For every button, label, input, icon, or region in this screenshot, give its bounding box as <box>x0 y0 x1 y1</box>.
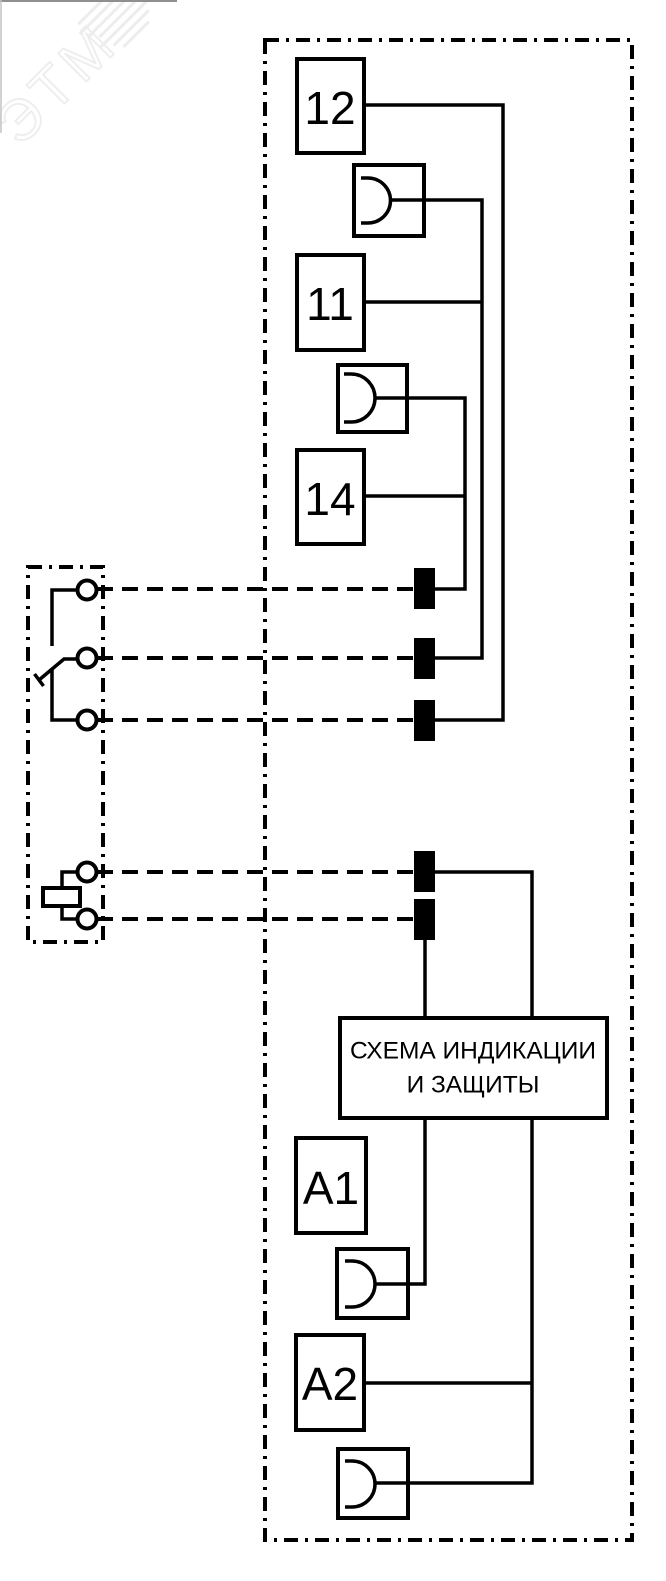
terminal-box-14 <box>295 448 366 546</box>
terminal-box-a2 <box>294 1333 366 1432</box>
socket-icon-3 <box>345 1259 377 1309</box>
switch-contact-3 <box>75 708 99 732</box>
changeover-switch <box>33 578 99 732</box>
wire-12-to-pin3 <box>364 103 505 722</box>
terminal-pin-1 <box>414 568 435 609</box>
watermark: ЭТМ <box>0 0 177 158</box>
terminal-pin-5 <box>414 899 435 940</box>
terminal-box-a1 <box>294 1136 368 1235</box>
terminal-label-a2: А2 <box>302 1358 358 1410</box>
fuse-element <box>41 860 99 931</box>
wire-indication-to-socket3 <box>375 1118 427 1286</box>
fuse-lead-bottom <box>60 906 78 921</box>
terminal-pin-4 <box>414 851 435 892</box>
watermark-logo-hatch <box>77 0 151 49</box>
fuse-contact-1 <box>75 860 99 884</box>
switch-contact-1 <box>75 578 99 602</box>
switch-lever-tick <box>33 672 45 688</box>
wire-socket1-to-pin2 <box>390 198 484 660</box>
wire-indication-to-socket4 <box>375 1118 534 1485</box>
terminal-label-12: 12 <box>304 82 355 134</box>
switch-branch-top <box>50 588 78 646</box>
terminal-label-14: 14 <box>304 473 355 525</box>
switch-lever <box>37 657 78 682</box>
terminal-box-11 <box>295 253 366 352</box>
socket-icon-4 <box>345 1459 377 1509</box>
fuse-body <box>41 886 82 908</box>
socket-icon-2 <box>344 372 377 424</box>
indication-box-label-line2: И ЗАЩИТЫ <box>407 1072 540 1099</box>
indication-box-label-line1: СХЕМА ИНДИКАЦИИ <box>350 1038 596 1065</box>
terminal-box-12 <box>295 57 366 155</box>
terminal-pin-3 <box>414 700 435 741</box>
fuse-lead-top <box>60 870 78 888</box>
watermark-text: ЭТМ <box>0 10 131 157</box>
switch-contact-2 <box>75 646 99 670</box>
indication-protection-box <box>338 1016 609 1120</box>
fuse-contact-2 <box>75 907 99 931</box>
terminal-label-11: 11 <box>306 278 354 330</box>
switch-branch-bottom <box>50 668 78 722</box>
external-contacts-boundary <box>26 565 105 944</box>
module-boundary <box>263 38 634 1542</box>
socket-icon-1 <box>361 176 393 225</box>
terminal-label-a1: А1 <box>303 1162 359 1214</box>
wire-pin4-to-indication <box>435 870 534 1018</box>
terminal-pin-2 <box>414 638 435 679</box>
wire-socket2-to-pin1 <box>374 396 467 591</box>
